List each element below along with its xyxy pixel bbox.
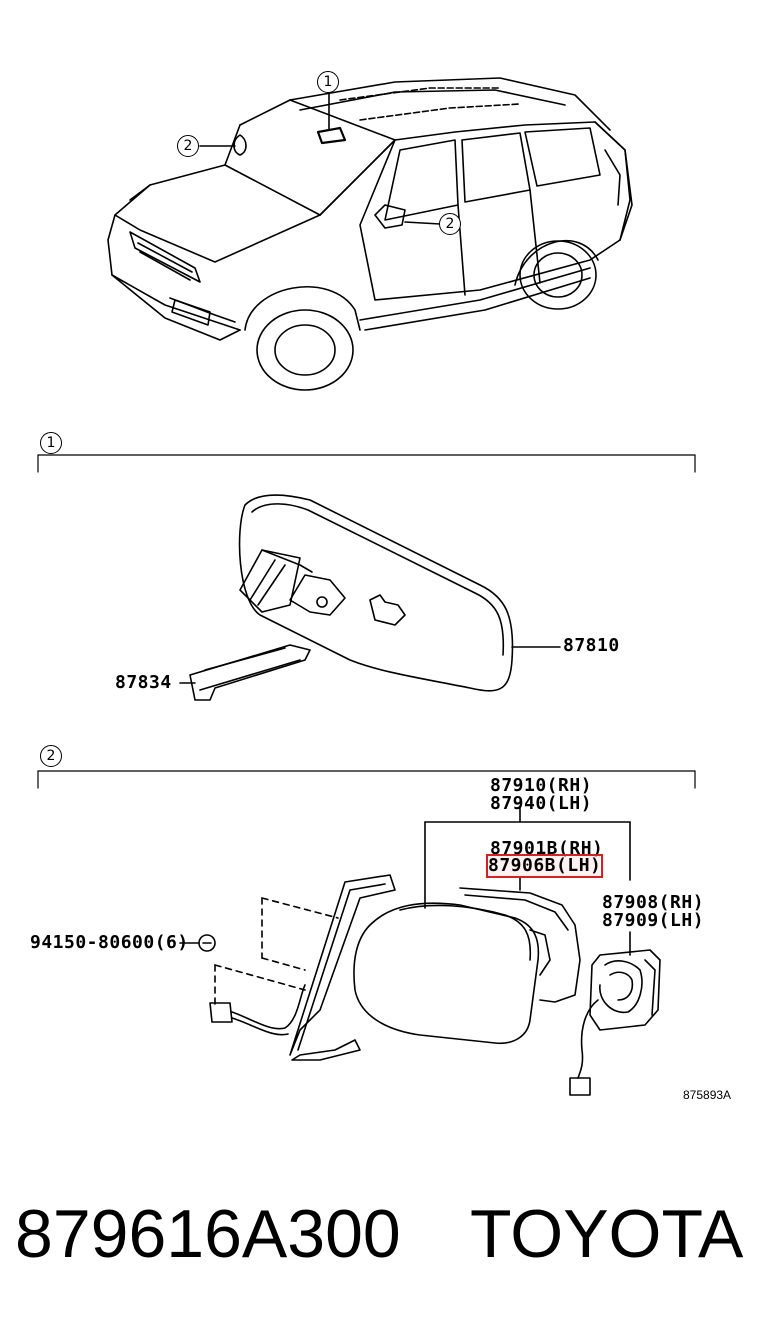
part-label-87908[interactable]: 87908(RH) (602, 892, 705, 913)
diagram-code: 875893A (683, 1088, 732, 1102)
section2-bracket (37, 770, 696, 789)
callout-1-vehicle: 1 (317, 71, 339, 93)
part-label-87940[interactable]: 87940(LH) (490, 793, 593, 814)
mirror-stay-cover-illustration (179, 644, 311, 701)
part-number-footer: 879616A300 (15, 1196, 401, 1272)
part-label-87834[interactable]: 87834 (115, 672, 172, 693)
outer-mirror-illustration (179, 807, 661, 1096)
callout-2-vehicle-right: 2 (439, 213, 461, 235)
vehicle-illustration (107, 77, 633, 391)
brand-footer: TOYOTA (470, 1196, 744, 1272)
section-2-marker: 2 (40, 745, 62, 767)
section1-bracket (37, 454, 696, 473)
part-label-87909[interactable]: 87909(LH) (602, 910, 705, 931)
part-label-87810[interactable]: 87810 (563, 635, 620, 656)
part-label-87901b[interactable]: 87901B(RH) (490, 838, 604, 859)
inner-mirror-illustration (238, 494, 561, 692)
section-1-marker: 1 (40, 432, 62, 454)
callout-2-vehicle-left: 2 (177, 135, 199, 157)
part-label-94150[interactable]: 94150-80600(6) (30, 932, 189, 953)
part-label-87910[interactable]: 87910(RH) (490, 775, 593, 796)
part-label-87906b-highlighted[interactable]: 87906B(LH) (485, 854, 604, 878)
